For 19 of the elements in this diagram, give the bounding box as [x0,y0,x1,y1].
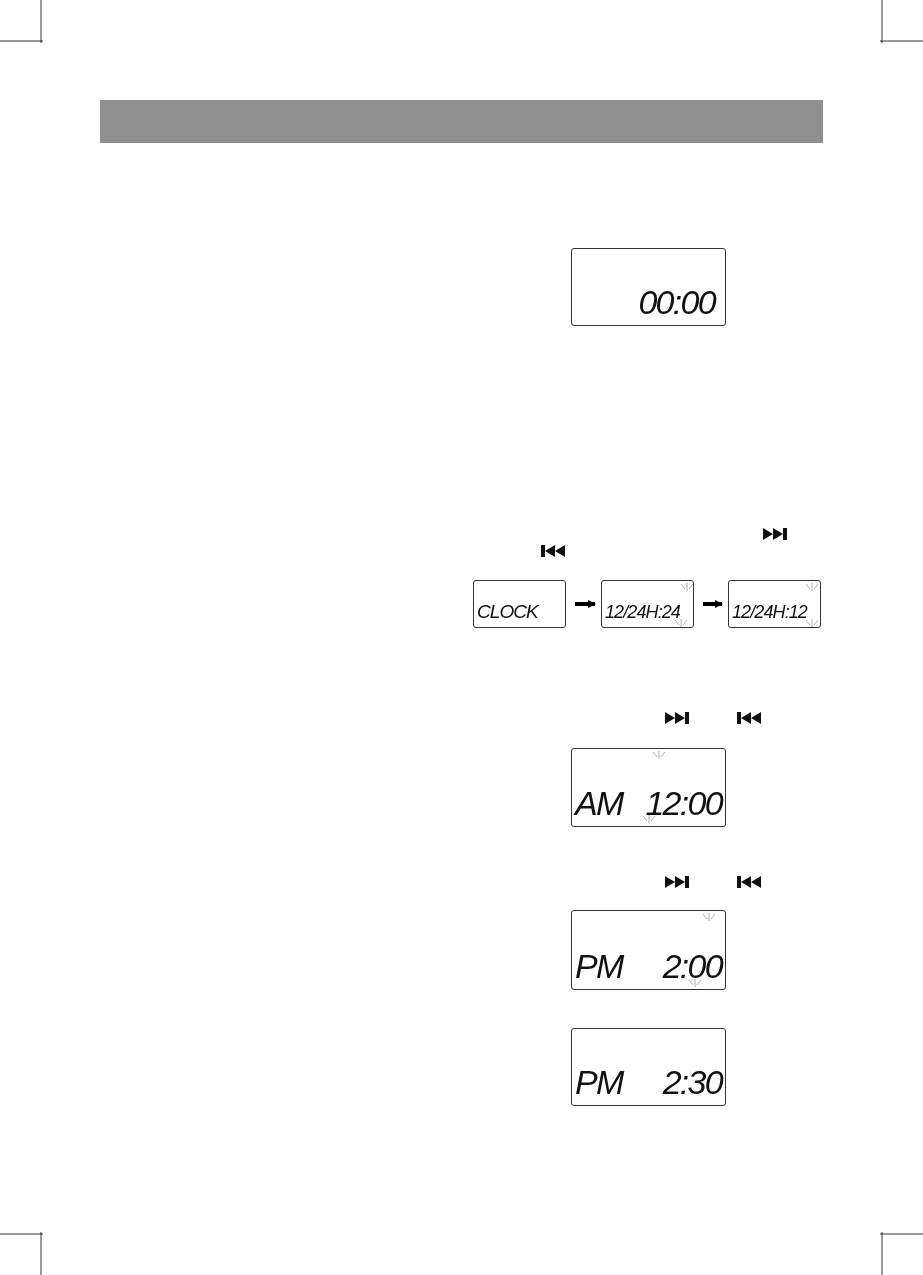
lcd-display [571,910,726,990]
lcd-display [601,580,694,628]
lcd-display [571,1028,726,1106]
lcd-display [728,580,821,628]
arrow [703,600,723,608]
display-text: 2:30 [662,1065,722,1099]
display-text: 12/24H:12 [732,603,807,621]
display-text: 12/24H:24 [605,603,680,621]
display-text: PM [575,949,623,983]
display-text: 12:00 [645,786,722,820]
lcd-display [571,748,726,827]
arrow [575,600,596,608]
display-text: PM [575,1065,623,1099]
lcd-display [473,580,566,628]
display-text: CLOCK [477,602,538,621]
display-text: 00:00 [638,285,715,319]
display-text: 2:00 [662,949,722,983]
display-text: AM [575,786,623,820]
lcd-display [571,248,726,326]
